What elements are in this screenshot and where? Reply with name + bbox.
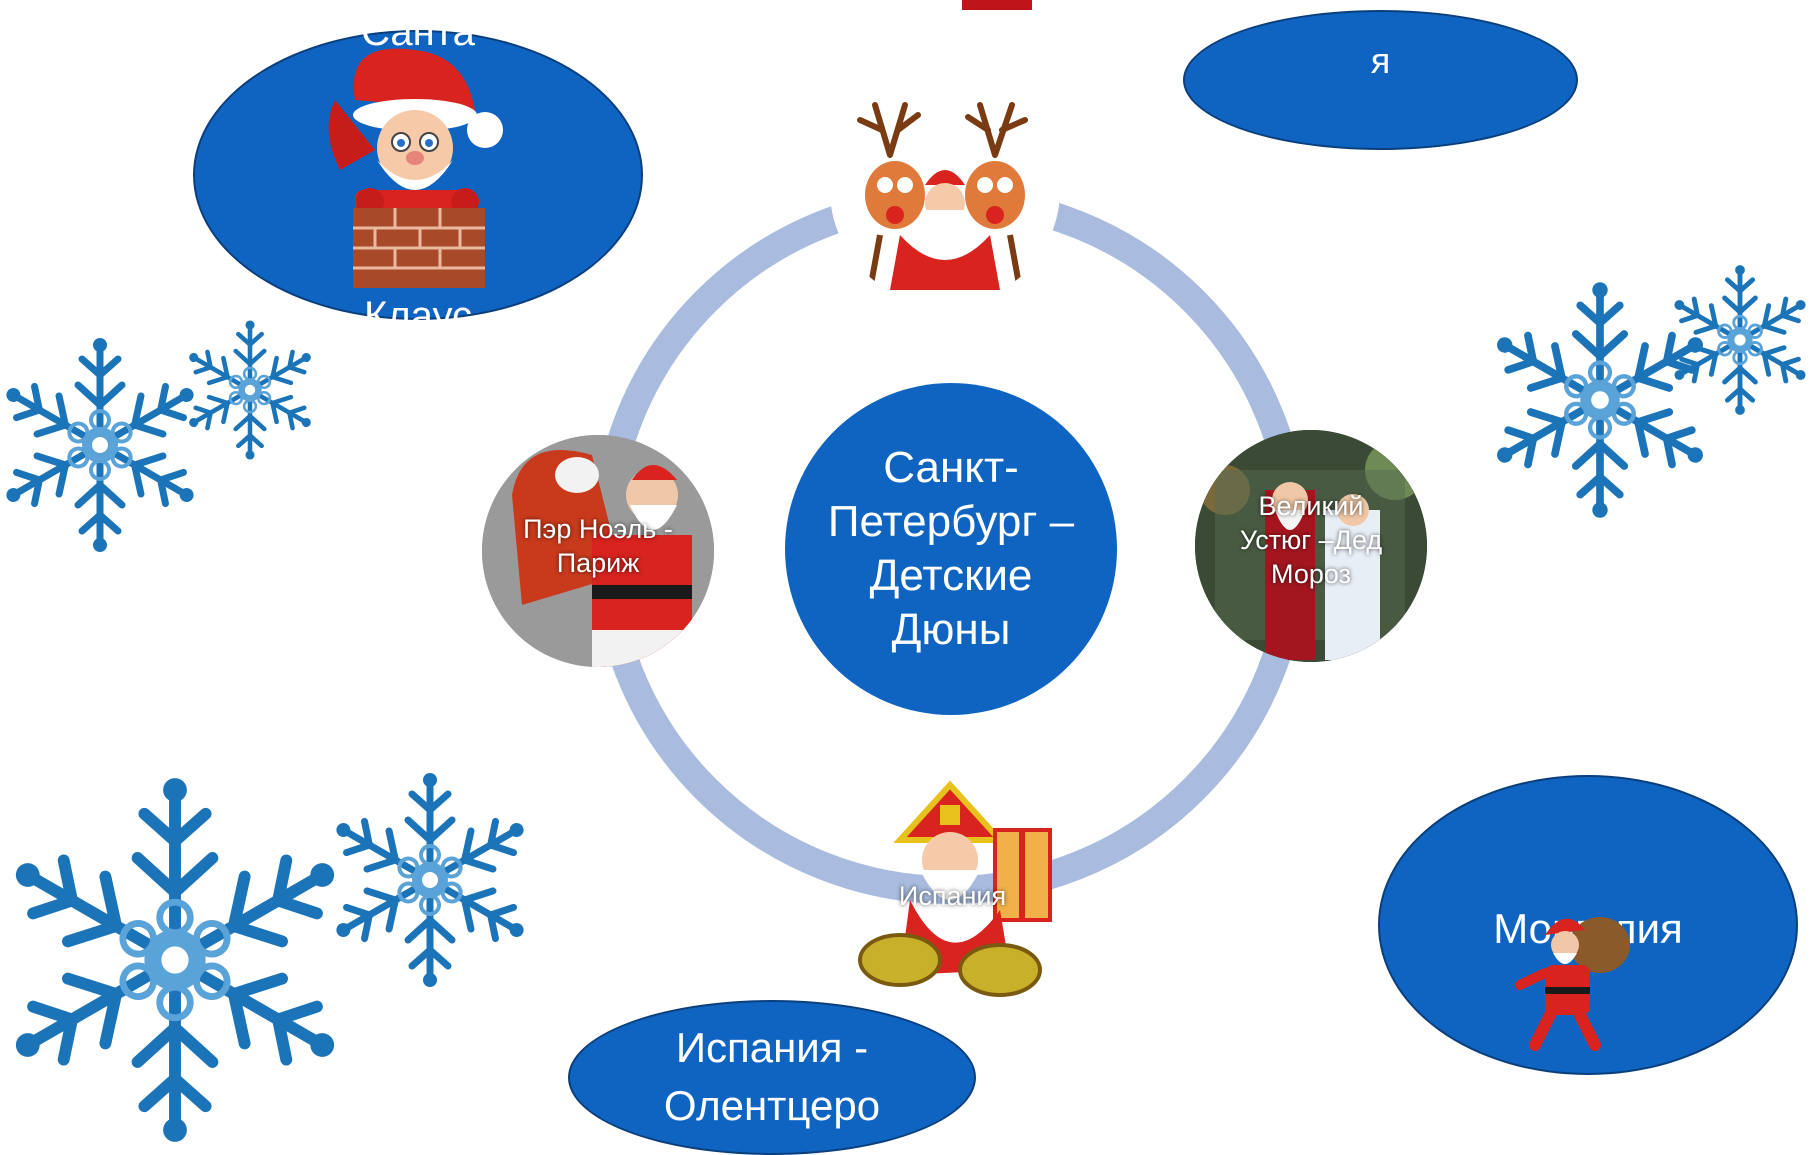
cycle-node-bottom-line1: Испания: [898, 881, 1007, 911]
title-fragment: [962, 0, 1032, 10]
saint-nicholas-icon: [858, 780, 1052, 997]
oval-santa-claus-line3: Клаус: [364, 294, 472, 338]
santa-chimney-icon: [328, 48, 503, 288]
snowflake-icon: [183, 320, 318, 459]
reindeer-santa-icon: [857, 102, 1028, 291]
oval-top-right-line1: я: [1370, 40, 1391, 81]
cycle-node-bottom: Испания: [840, 780, 1065, 1005]
snowflake-icon: [1486, 282, 1714, 517]
cycle-node-left-line1: Пэр Ноэль -: [523, 514, 673, 544]
cycle-node-right-line3: Мороз: [1271, 559, 1351, 589]
cycle-node-left: Пэр Ноэль - Париж: [482, 435, 714, 667]
snowflake-icon: [0, 778, 351, 1142]
oval-spain-line2: Олентцеро: [663, 1082, 881, 1129]
ded-moroz-icon: [1195, 430, 1427, 662]
snowflake-icon: [1667, 265, 1812, 415]
cycle-node-right: Великий Устюг –Дед Мороз: [1195, 430, 1427, 662]
cycle-node-right-line2: Устюг –Дед: [1239, 525, 1383, 555]
cycle-center-line2: Петербург –: [827, 497, 1075, 546]
snowflake-icon: [326, 773, 533, 987]
oval-spain-olentzero: Испания - Олентцеро: [568, 1000, 976, 1155]
snowflake-icon: [0, 338, 204, 552]
oval-top-right: я: [1183, 10, 1578, 150]
running-santa-icon: [1515, 917, 1630, 1051]
cycle-node-top: [830, 75, 1060, 305]
cycle-node-right-line1: Великий: [1258, 491, 1364, 521]
cycle-center: Санкт- Петербург – Детские Дюны: [785, 383, 1117, 715]
cycle-center-line1: Санкт-: [883, 443, 1019, 492]
oval-santa-claus-line1: Санта: [361, 10, 475, 54]
santa-bag-icon: [482, 435, 714, 667]
cycle-node-left-line2: Париж: [556, 548, 640, 578]
cycle-center-line4: Дюны: [891, 605, 1011, 654]
cycle-center-line3: Детские: [869, 551, 1033, 600]
oval-spain-line1: Испания -: [675, 1024, 869, 1071]
